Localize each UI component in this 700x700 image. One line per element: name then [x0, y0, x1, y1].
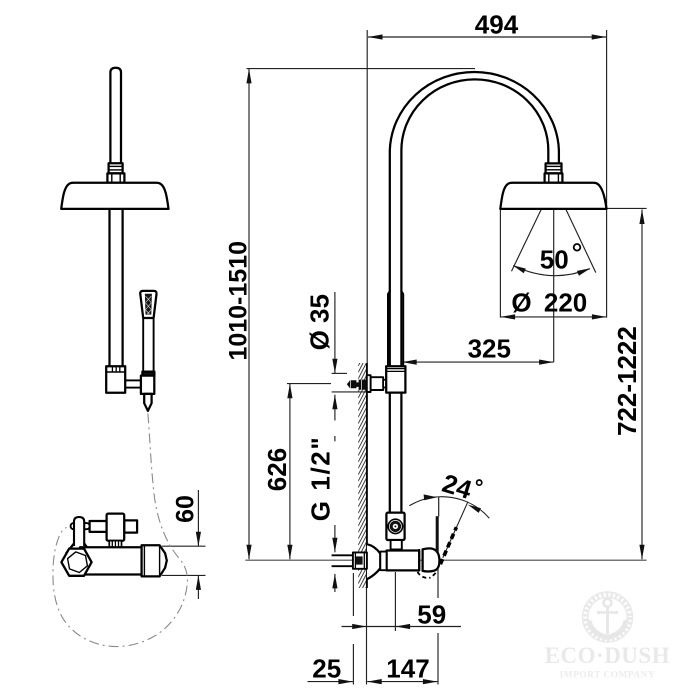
svg-text:ECO·DUSH: ECO·DUSH [545, 643, 670, 668]
svg-text:59: 59 [417, 600, 446, 630]
svg-text:25: 25 [312, 654, 341, 684]
svg-text:325: 325 [468, 334, 511, 364]
svg-text:50: 50 [540, 245, 569, 275]
svg-text:60: 60 [172, 495, 200, 523]
svg-text:G 1/2": G 1/2" [306, 436, 336, 522]
svg-text:Ø: Ø [511, 288, 531, 318]
svg-text:147: 147 [386, 654, 429, 684]
svg-text:494: 494 [475, 10, 519, 40]
svg-text:722-1222: 722-1222 [612, 326, 642, 436]
svg-text:Ø 35: Ø 35 [304, 294, 334, 350]
svg-text:626: 626 [262, 448, 292, 491]
svg-text:1010-1510: 1010-1510 [225, 241, 253, 361]
svg-text:IMPORT COMPANY: IMPORT COMPANY [560, 671, 656, 681]
svg-text:220: 220 [544, 288, 587, 318]
